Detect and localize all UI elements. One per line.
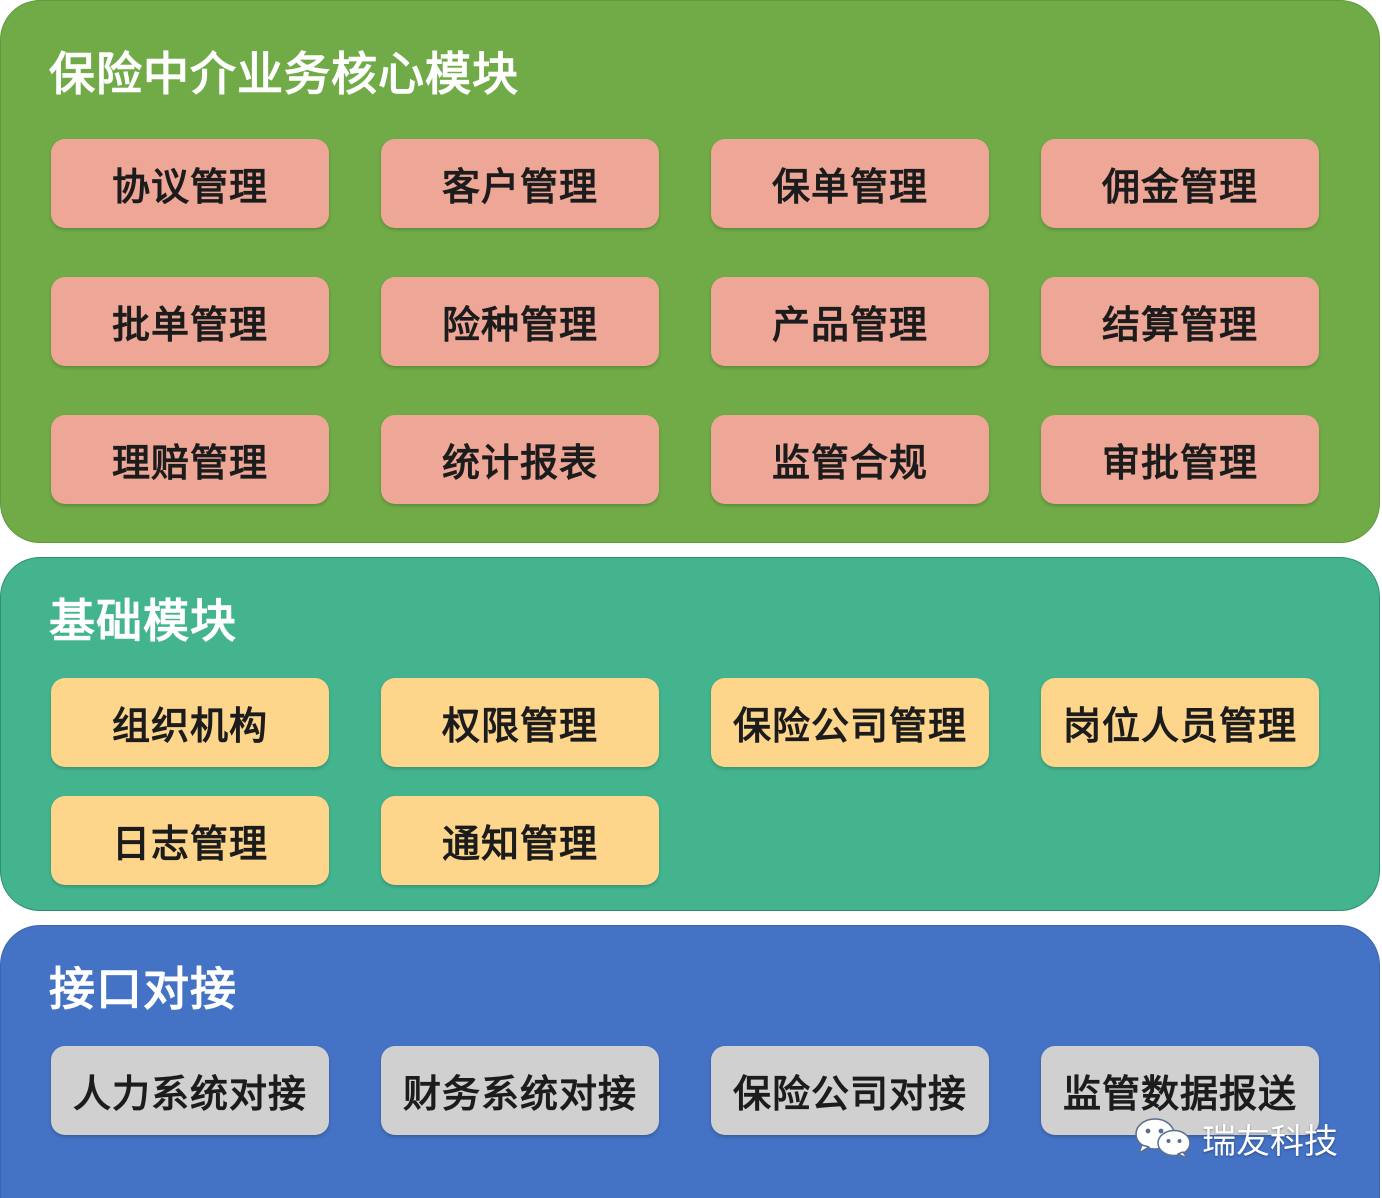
- module-approval-management: 审批管理: [1041, 415, 1319, 504]
- module-settlement-management: 结算管理: [1041, 277, 1319, 366]
- module-customer-management: 客户管理: [381, 139, 659, 228]
- module-notification-management: 通知管理: [381, 796, 659, 885]
- module-product-management: 产品管理: [711, 277, 989, 366]
- module-organization: 组织机构: [51, 678, 329, 767]
- module-permission-management: 权限管理: [381, 678, 659, 767]
- module-insurer-integration: 保险公司对接: [711, 1046, 989, 1135]
- base-modules-panel: 基础模块 组织机构 权限管理 保险公司管理 岗位人员管理 日志管理 通知管理: [0, 557, 1380, 911]
- module-regulatory-data-reporting: 监管数据报送: [1041, 1046, 1319, 1135]
- wechat-icon: [1135, 1118, 1191, 1159]
- module-insurer-management: 保险公司管理: [711, 678, 989, 767]
- module-policy-management: 保单管理: [711, 139, 989, 228]
- watermark: 瑞友科技: [1132, 1115, 1338, 1162]
- interface-panel: 接口对接 人力系统对接 财务系统对接 保险公司对接 监管数据报送: [0, 925, 1380, 1198]
- base-modules-title: 基础模块: [49, 594, 237, 648]
- module-log-management: 日志管理: [51, 796, 329, 885]
- watermark-text: 瑞友科技: [1202, 1121, 1338, 1162]
- interface-title: 接口对接: [49, 962, 237, 1016]
- module-endorsement-management: 批单管理: [51, 277, 329, 366]
- module-claims-management: 理赔管理: [51, 415, 329, 504]
- module-commission-management: 佣金管理: [1041, 139, 1319, 228]
- module-statistics-reports: 统计报表: [381, 415, 659, 504]
- core-modules-title: 保险中介业务核心模块: [49, 47, 519, 101]
- module-staff-management: 岗位人员管理: [1041, 678, 1319, 767]
- module-insurance-type-management: 险种管理: [381, 277, 659, 366]
- module-hr-system-integration: 人力系统对接: [51, 1046, 329, 1135]
- module-agreement-management: 协议管理: [51, 139, 329, 228]
- core-modules-panel: 保险中介业务核心模块 协议管理 客户管理 保单管理 佣金管理 批单管理 险种管理…: [0, 0, 1380, 543]
- module-finance-system-integration: 财务系统对接: [381, 1046, 659, 1135]
- module-regulatory-compliance: 监管合规: [711, 415, 989, 504]
